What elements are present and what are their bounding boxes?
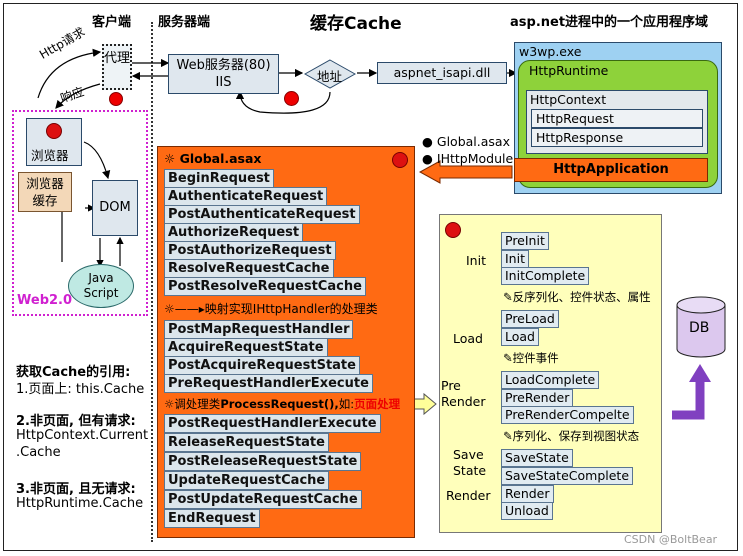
w3wp-label: w3wp.exe — [519, 44, 582, 59]
pipeline-event-postresolverequestcache[interactable]: PostResolveRequestCache — [164, 277, 366, 296]
client-server-divider — [151, 22, 153, 542]
cache-ref-line3a: 3.非页面, 且无请求: — [16, 482, 136, 497]
browser-cache-icon — [46, 123, 62, 139]
pipeline-event-postauthenticaterequest[interactable]: PostAuthenticateRequest — [164, 205, 360, 224]
web-server-label: Web服务器(80) IIS — [176, 58, 271, 90]
server-side-header: 服务器端 — [158, 15, 211, 30]
cache-ref-line2a: 2.非页面, 但有请求: — [16, 414, 136, 429]
cache-ref-line1: 1.页面上: this.Cache — [16, 382, 145, 397]
httpruntime-label: HttpRuntime — [529, 63, 609, 78]
browser-cache-box: 浏览器缓存 — [18, 172, 72, 212]
httprequest-box: HttpRequest — [531, 109, 703, 128]
pipeline-event-endrequest[interactable]: EndRequest — [164, 509, 260, 528]
lifecycle-load-label: Load — [453, 331, 483, 346]
web20-region — [12, 110, 148, 316]
lifecycle-savestate-label: Save State — [453, 447, 487, 478]
lifecycle-step-init[interactable]: Init — [501, 249, 529, 268]
dom-label: DOM — [99, 200, 131, 215]
pipeline-event-beginrequest[interactable]: BeginRequest — [164, 169, 274, 188]
lifecycle-load-note: ✎控件事件 — [503, 351, 559, 365]
iis-cache-ball — [284, 91, 299, 106]
isapi-label: aspnet_isapi.dll — [393, 65, 491, 80]
address-diamond[interactable]: 地址 — [304, 59, 356, 89]
pipeline-title: ☼ Global.asax — [164, 151, 262, 166]
httprequest-label: HttpRequest — [536, 111, 614, 126]
lifecycle-init-note: ✎反序列化、控件状态、属性 — [503, 290, 651, 304]
pipeline-cache-icon — [392, 152, 408, 168]
javascript-label: Java Script — [83, 271, 119, 300]
lifecycle-step-savestatecomplete[interactable]: SaveStateComplete — [501, 467, 634, 485]
pipeline-event-postacquirerequeststate[interactable]: PostAcquireRequestState — [164, 356, 360, 375]
proxy-box[interactable]: 代理 — [102, 44, 132, 90]
pipeline-event-acquirerequeststate[interactable]: AcquireRequestState — [164, 338, 328, 357]
lifecycle-step-load[interactable]: Load — [501, 328, 539, 346]
lifecycle-step-prerender[interactable]: PreRender — [501, 388, 574, 407]
lifecycle-prerender-label: Pre Render — [441, 378, 486, 409]
pipeline-event-postupdaterequestcache[interactable]: PostUpdateRequestCache — [164, 490, 362, 509]
lifecycle-step-savestate[interactable]: SaveState — [501, 449, 573, 467]
pipeline-event-postreleaserequeststate[interactable]: PostReleaseRequestState — [164, 452, 362, 471]
httpapplication-box[interactable]: HttpApplication — [514, 158, 708, 182]
pipeline-event-resolverequestcache[interactable]: ResolveRequestCache — [164, 259, 334, 278]
pipeline-event-postmaprequesthandler[interactable]: PostMapRequestHandler — [164, 320, 354, 339]
lifecycle-step-prerendercompelte[interactable]: PreRenderCompelte — [501, 406, 634, 424]
browser-box[interactable]: 浏览器 — [26, 118, 82, 166]
cache-ref-heading: 获取Cache的引用: — [16, 365, 131, 380]
pipeline-event-postauthorizerequest[interactable]: PostAuthorizeRequest — [164, 241, 336, 260]
lifecycle-cache-icon — [445, 222, 461, 238]
diagram-frame — [3, 3, 738, 551]
client-side-header: 客户端 — [92, 15, 132, 30]
db-label: DB — [689, 320, 710, 336]
db-cylinder: DB — [676, 296, 726, 358]
pipeline-event-authenticaterequest[interactable]: AuthenticateRequest — [164, 187, 328, 206]
browser-label: 浏览器 — [31, 148, 69, 163]
diagram-title: 缓存Cache — [310, 14, 402, 34]
lifecycle-render-label: Render — [446, 488, 491, 503]
httpresponse-label: HttpResponse — [536, 130, 624, 145]
isapi-box[interactable]: aspnet_isapi.dll — [377, 62, 507, 84]
lifecycle-step-unload[interactable]: Unload — [501, 502, 553, 520]
httpapplication-label: HttpApplication — [553, 162, 669, 177]
pipeline-event-postrequesthandlerexecute[interactable]: PostRequestHandlerExecute — [164, 414, 381, 433]
pipeline-event-releaserequeststate[interactable]: ReleaseRequestState — [164, 433, 329, 452]
browser-cache-label: 浏览器缓存 — [26, 176, 64, 208]
javascript-ellipse: Java Script — [68, 264, 134, 308]
address-label: 地址 — [317, 69, 343, 84]
pipeline-event-updaterequestcache[interactable]: UpdateRequestCache — [164, 471, 330, 490]
lifecycle-step-preload[interactable]: PreLoad — [501, 310, 559, 328]
web20-label: Web2.0 — [17, 293, 73, 308]
proxy-label: 代理 — [104, 51, 131, 66]
appdomain-title: asp.net进程中的一个应用程序域 — [510, 15, 709, 30]
cache-ref-line2c: .Cache — [16, 445, 61, 460]
bullet-global-asax: ● Global.asax — [422, 134, 510, 149]
bullet-ihttpmodule: ● IHttpModule — [422, 151, 514, 166]
lifecycle-init-label: Init — [466, 253, 486, 268]
cache-ref-line2b: HttpContext.Current — [16, 428, 149, 443]
pipeline-event-prerequesthandlerexecute[interactable]: PreRequestHandlerExecute — [164, 374, 373, 393]
appdomain-bullets: ● Global.asax ● IHttpModule — [422, 133, 513, 167]
web-server-box[interactable]: Web服务器(80) IIS — [168, 54, 279, 94]
handler-mapping-note: ☼——▸映射实现IHttpHandler的处理类 — [164, 302, 378, 316]
httpcontext-label: HttpContext — [530, 92, 607, 107]
lifecycle-step-loadcomplete[interactable]: LoadComplete — [501, 371, 600, 389]
proxy-cache-ball — [109, 92, 123, 106]
watermark: CSDN @BoltBear — [624, 533, 718, 546]
lifecycle-prerender-note: ✎序列化、保存到视图状态 — [503, 429, 640, 443]
httpresponse-box: HttpResponse — [531, 128, 703, 147]
lifecycle-step-initcomplete[interactable]: InitComplete — [501, 267, 590, 285]
process-request-note: ☼调处理类ProcessRequest(),如:页面处理 — [164, 397, 401, 411]
pipeline-event-authorizerequest[interactable]: AuthorizeRequest — [164, 223, 304, 242]
dom-box: DOM — [92, 180, 138, 236]
lifecycle-step-preinit[interactable]: PreInit — [501, 232, 549, 250]
cache-ref-line3b: HttpRuntime.Cache — [16, 496, 144, 511]
lifecycle-step-render[interactable]: Render — [501, 485, 554, 503]
